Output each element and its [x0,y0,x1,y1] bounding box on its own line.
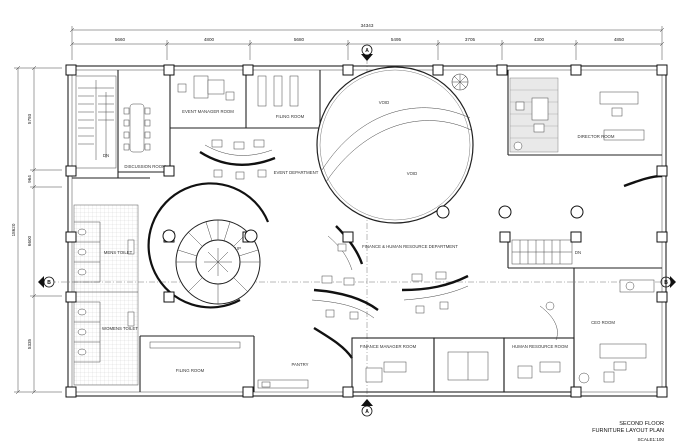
finance-manager-room-label: FINANCE MANAGER ROOM [360,344,417,349]
dim-top-4: 5495 [391,37,402,42]
filing-room-top: FILING ROOM [246,70,321,129]
structural-columns [65,64,668,398]
discussion-room: DISCUSSION ROOM [118,70,171,173]
meeting-room-middle [433,337,505,393]
top-dimension-chain: 34343 5660 4800 5680 5495 3705 4300 4850 [69,23,665,60]
pantry-label: PANTRY [291,362,308,367]
ceo-room-label: CEO ROOM [591,320,615,325]
human-resource-room-label: HUMAN RESOURCE ROOM [512,344,568,349]
overall-depth-label: 18620 [11,223,16,236]
title-block: SECOND FLOOR FURNITURE LAYOUT PLAN SCALE… [592,421,664,442]
dim-top-7: 4850 [614,37,625,42]
stair-dn-right-label: DN [575,250,581,255]
stair-up-label: UP [235,246,241,251]
event-department-label: EVENT DEPARTMENT [274,170,319,175]
scale-label: SCALE1:100 [637,437,664,442]
dim-top-5: 3705 [465,37,476,42]
void-label-1: VOID [379,100,390,105]
section-marker-right: B [660,276,676,288]
dim-left-3: 6600 [27,235,32,246]
toilet-block: MENS TOILET WOMENS TOILET [73,204,138,386]
womens-toilet-label: WOMENS TOILET [102,326,138,331]
section-marker-bottom: A [361,399,373,417]
stair-dn-left-label: DN [103,153,109,158]
finance-hr-department: FINANCE & HUMAN RESOURCE DEPARTMENT [311,225,469,320]
dim-top-6: 4300 [534,37,545,42]
finance-hr-department-label: FINANCE & HUMAN RESOURCE DEPARTMENT [362,244,458,249]
event-department-workstations: EVENT DEPARTMENT [199,139,319,180]
section-marker-left: B [38,276,55,288]
event-manager-room: EVENT MANAGER ROOM [170,70,247,129]
section-marker-top: A [361,44,373,61]
circular-stair-lobby: UP [147,182,270,309]
pantry: PANTRY [257,326,353,389]
overall-width-label: 34343 [361,23,374,28]
filing-room-bottom: FILING ROOM [139,335,255,392]
dim-top-3: 5680 [294,37,305,42]
discussion-room-label: DISCUSSION ROOM [124,164,166,169]
dim-top-1: 5660 [115,37,126,42]
director-room-label: DIRECTOR ROOM [578,134,615,139]
dim-left-2: 964 [27,175,32,183]
stair-core-left: DN [75,75,117,169]
svg-text:B: B [47,280,51,286]
stair-dn-right: DN [511,239,581,265]
mens-toilet-label: MENS TOILET [104,250,133,255]
event-manager-room-label: EVENT MANAGER ROOM [182,109,234,114]
left-dimension-chain: 18620 5793 964 6600 5335 [11,65,62,395]
dim-top-2: 4800 [204,37,215,42]
title-line-1: SECOND FLOOR [619,421,664,427]
finance-manager-room: FINANCE MANAGER ROOM [351,337,435,393]
director-curved-desk [623,174,663,188]
human-resource-room: HUMAN RESOURCE ROOM [503,337,575,393]
title-line-2: FURNITURE LAYOUT PLAN [592,428,664,434]
director-room: DIRECTOR ROOM [507,70,662,156]
svg-text:A: A [365,48,369,54]
filing-room-bottom-label: FILING ROOM [176,368,205,373]
dim-left-1: 5793 [27,113,32,124]
dim-left-4: 5335 [27,338,32,349]
svg-text:A: A [365,409,369,415]
filing-room-top-label: FILING ROOM [276,114,305,119]
void-atrium: VOID VOID [316,66,474,224]
ceo-room: CEO ROOM [539,268,655,392]
plant-top [451,73,469,91]
void-label-2: VOID [407,171,418,176]
